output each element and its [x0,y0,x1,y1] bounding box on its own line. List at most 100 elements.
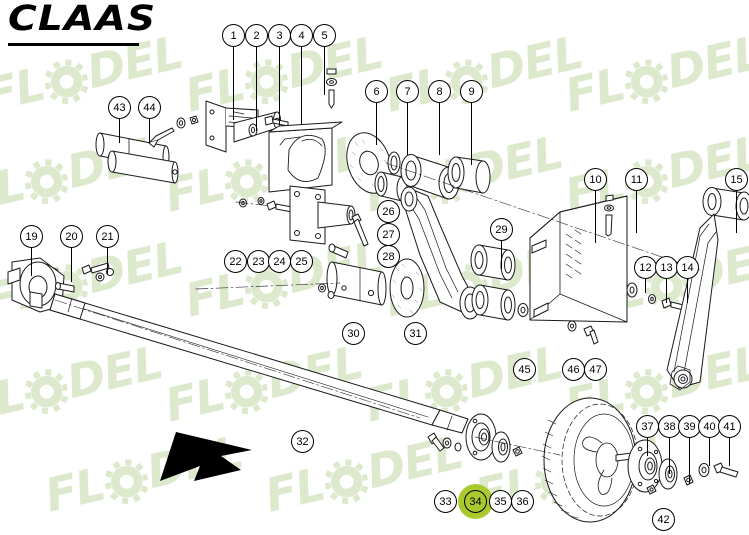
claas-logo-text: CLAAS [8,0,157,39]
callout-number: 43 [113,101,126,114]
callout-5[interactable]: 5 [313,24,336,47]
callout-36[interactable]: 36 [511,490,534,513]
part-44-washer-nut [176,115,199,129]
callout-47[interactable]: 47 [584,358,607,381]
callout-leader-line [119,119,120,143]
callout-37[interactable]: 37 [636,415,659,438]
part-30-roller [326,261,387,306]
callout-number: 42 [657,513,670,526]
callout-leader-line [324,47,325,95]
callout-leader-line [595,191,596,243]
callout-4[interactable]: 4 [290,24,313,47]
callout-number: 13 [660,261,673,274]
callout-41[interactable]: 41 [718,415,741,438]
callout-number: 20 [65,230,78,243]
callout-number: 9 [468,85,475,98]
callout-12[interactable]: 12 [634,256,657,279]
part-28-pin [328,243,349,259]
callout-15[interactable]: 15 [725,168,748,191]
callout-34[interactable]: 34 [464,490,487,513]
callout-number: 40 [703,420,716,433]
callout-13[interactable]: 13 [655,256,678,279]
callout-2[interactable]: 2 [245,24,268,47]
callout-26[interactable]: 26 [377,200,400,223]
callout-45[interactable]: 45 [513,358,536,381]
callout-22[interactable]: 22 [224,250,247,273]
callout-20[interactable]: 20 [60,225,83,248]
callout-number: 5 [321,29,328,42]
callout-21[interactable]: 21 [96,225,119,248]
callout-19[interactable]: 19 [20,225,43,248]
callout-number: 37 [641,420,654,433]
callout-leader-line [256,47,257,131]
callout-42[interactable]: 42 [652,508,675,531]
callout-number: 22 [229,255,242,268]
callout-number: 33 [439,495,452,508]
callout-29[interactable]: 29 [490,218,513,241]
part-5-bolt-stack [326,68,337,109]
callout-number: 3 [276,29,283,42]
part-47-bolt [583,325,599,345]
callout-number: 35 [494,495,507,508]
part-33-bolt [427,432,462,452]
callout-number: 2 [253,29,260,42]
callout-43[interactable]: 43 [108,96,131,119]
callout-39[interactable]: 39 [678,415,701,438]
part-27-bolt-long [351,213,369,247]
part-43b-pin [107,150,179,184]
callout-number: 7 [404,85,411,98]
part-7-bushing [387,151,401,175]
callout-27[interactable]: 27 [377,223,400,246]
part-40-washer [698,463,710,477]
callout-28[interactable]: 28 [377,245,400,268]
callout-leader-line [666,279,667,303]
callout-30[interactable]: 30 [342,322,365,345]
callout-number: 12 [639,261,652,274]
callout-6[interactable]: 6 [365,80,388,103]
logo-underline-rule [8,43,139,46]
callout-leader-line [233,47,234,120]
callout-25[interactable]: 25 [290,250,313,273]
callout-44[interactable]: 44 [138,96,161,119]
part-44-bolt [148,127,175,148]
callout-24[interactable]: 24 [268,250,291,273]
callout-31[interactable]: 31 [404,322,427,345]
callout-3[interactable]: 3 [268,24,291,47]
part-38-bearing [658,458,678,490]
part-10-support-frame [529,195,628,323]
callout-number: 26 [382,205,395,218]
callout-1[interactable]: 1 [222,24,245,47]
part-45-washer [517,303,529,317]
callout-35[interactable]: 35 [489,490,512,513]
callout-number: 44 [143,101,156,114]
callout-leader-line [647,438,648,456]
callout-number: 1 [230,29,237,42]
part-46-washer [567,320,577,332]
claas-logo: CLAAS [8,2,155,46]
callout-11[interactable]: 11 [625,168,648,191]
callout-leader-line [279,47,280,125]
callout-number: 24 [273,255,286,268]
callout-number: 10 [589,173,602,186]
part-34-bearing-flange [465,413,497,461]
callout-32[interactable]: 32 [291,430,314,453]
callout-number: 38 [663,420,676,433]
part-42-key [646,484,657,495]
part-12-washer [626,282,638,298]
callout-9[interactable]: 9 [460,80,483,103]
part-2-washer [248,123,258,137]
callout-8[interactable]: 8 [428,80,451,103]
callout-33[interactable]: 33 [434,490,457,513]
callout-23[interactable]: 23 [247,250,270,273]
callout-number: 46 [567,363,580,376]
callout-46[interactable]: 46 [562,358,585,381]
callout-14[interactable]: 14 [676,256,699,279]
callout-7[interactable]: 7 [396,80,419,103]
callout-leader-line [31,248,32,276]
callout-number: 14 [681,261,694,274]
callout-10[interactable]: 10 [584,168,607,191]
callout-number: 41 [723,420,736,433]
callout-leader-line [636,191,637,233]
callout-number: 30 [347,327,360,340]
